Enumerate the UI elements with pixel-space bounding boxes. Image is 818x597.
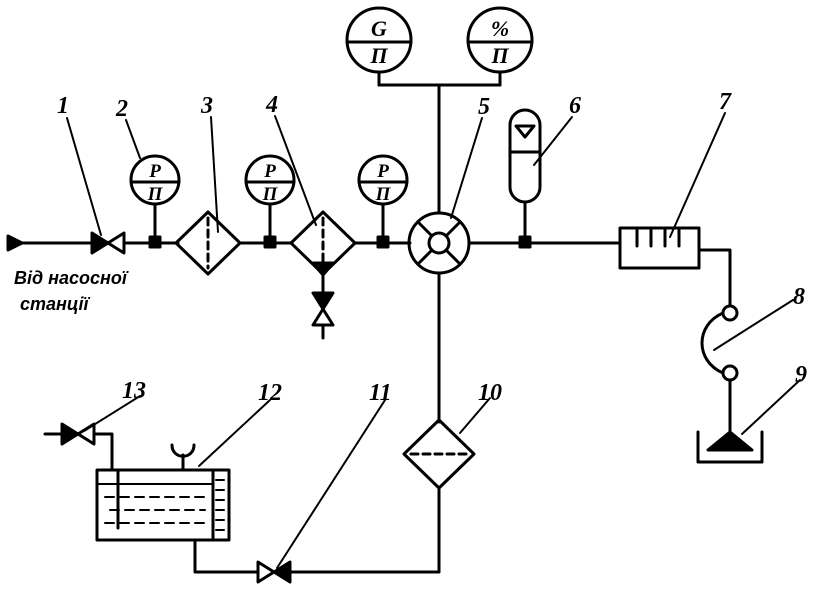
pressure-gauge-right: [357, 154, 409, 249]
label-13: 13: [122, 378, 146, 404]
caption-line-2: станції: [20, 294, 91, 314]
component-7: [618, 226, 701, 270]
valve-1: [90, 231, 126, 255]
gauge-2-bottom: П: [147, 184, 164, 205]
pressure-gauge-mid: [244, 154, 296, 249]
filter-4: [289, 210, 357, 340]
gauge-right-top: P: [376, 161, 389, 182]
gauge-g-bottom: П: [369, 43, 388, 68]
label-12: 12: [258, 380, 282, 406]
actuator-9: [696, 430, 764, 464]
inlet-arrow-icon: [6, 234, 24, 252]
label-5: 5: [478, 94, 490, 120]
gauge-right-bottom: П: [375, 184, 392, 205]
gauge-pct-bottom: П: [490, 43, 509, 68]
component-5: [407, 211, 471, 275]
percent-gauge: [466, 6, 534, 87]
caption-line-1: Від насосної: [14, 268, 129, 288]
gauge-mid-top: P: [263, 161, 276, 182]
gauge-mid-bottom: П: [262, 184, 279, 205]
hose-8: [700, 304, 739, 382]
gauge-g-top: G: [371, 16, 387, 41]
label-8: 8: [793, 284, 805, 310]
valve-11: [256, 560, 292, 584]
flow-gauge-g: [345, 6, 413, 87]
label-6: 6: [569, 93, 581, 119]
filter-3: [174, 210, 242, 276]
label-3: 3: [200, 93, 213, 119]
tank-12: [95, 443, 231, 542]
label-10: 10: [478, 380, 502, 406]
label-2: 2: [115, 96, 128, 122]
label-11: 11: [369, 380, 392, 406]
gauge-2-top: P: [148, 161, 161, 182]
label-7: 7: [719, 89, 732, 115]
label-9: 9: [795, 362, 807, 388]
label-4: 4: [265, 92, 278, 118]
pressure-gauge-2: [129, 154, 181, 249]
label-1: 1: [57, 93, 69, 119]
accumulator-6: [508, 108, 542, 249]
gauge-pct-top: %: [491, 16, 509, 41]
